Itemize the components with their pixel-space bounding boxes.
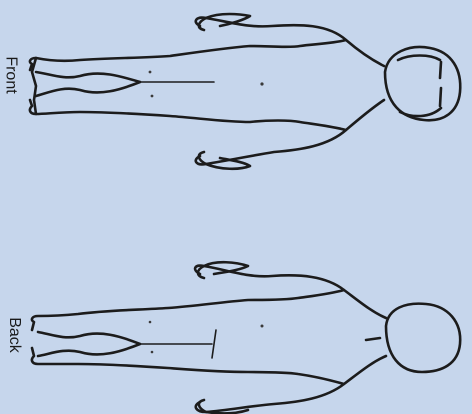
front-head [385,47,460,120]
front-body-upper-outline [30,18,384,70]
front-body-lower-outline [30,100,384,164]
back-mark-3 [151,351,154,354]
back-neck-mark [366,338,380,340]
front-face-features [398,56,441,117]
back-head [386,304,460,372]
back-legs-inner [38,332,140,356]
back-mark-1 [261,325,264,328]
front-mark-1 [149,71,152,74]
back-label: Back [5,317,23,353]
front-navel-mark [260,82,263,85]
back-body-lower-outline [32,348,386,412]
front-legs-inner [36,72,140,96]
front-body-figure [30,14,460,169]
back-spine-line [140,330,216,358]
front-label: Front [2,56,20,93]
back-body-upper-outline [32,266,386,330]
front-mark-2 [151,95,154,98]
back-body-figure [32,262,460,413]
back-mark-2 [149,321,152,324]
